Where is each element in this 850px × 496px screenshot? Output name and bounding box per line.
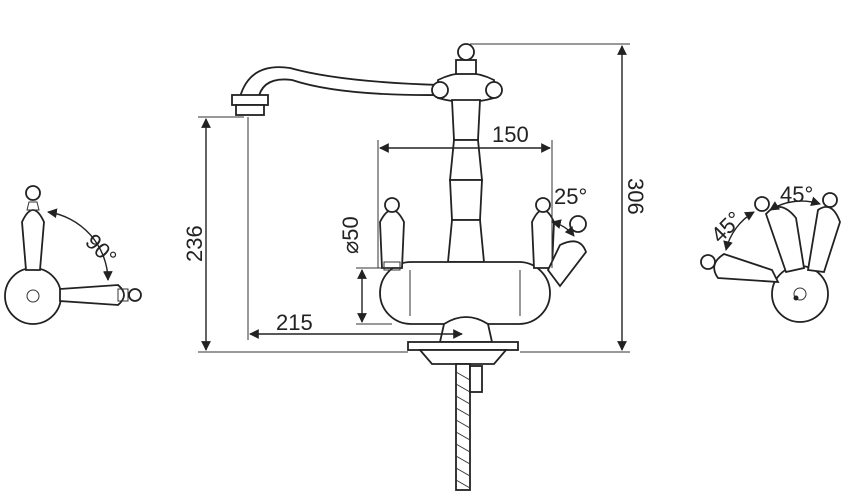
reach-215-label: 215 (276, 310, 313, 335)
left-lever-view: 90° (4, 185, 142, 325)
dimension-306: 306 (470, 43, 648, 353)
main-faucet-view (231, 43, 588, 491)
height-306-label: 306 (623, 178, 648, 215)
angle-90-label: 90° (80, 229, 121, 270)
dimension-236: 236 (182, 116, 408, 353)
width-150-label: 150 (492, 122, 529, 147)
diameter-50-label: ⌀50 (338, 216, 363, 254)
height-236-label: 236 (182, 225, 207, 262)
dimension-diameter-50: ⌀50 (338, 216, 392, 325)
angle-25: 25° (551, 184, 587, 237)
angle-25-label: 25° (554, 184, 587, 209)
right-lever-view: 45° 45° (700, 182, 841, 323)
dimension-215: 215 (247, 117, 463, 340)
dimension-150: 150 (377, 122, 553, 268)
angle-45-right-label: 45° (780, 182, 813, 207)
angle-45-left-label: 45° (706, 206, 747, 247)
